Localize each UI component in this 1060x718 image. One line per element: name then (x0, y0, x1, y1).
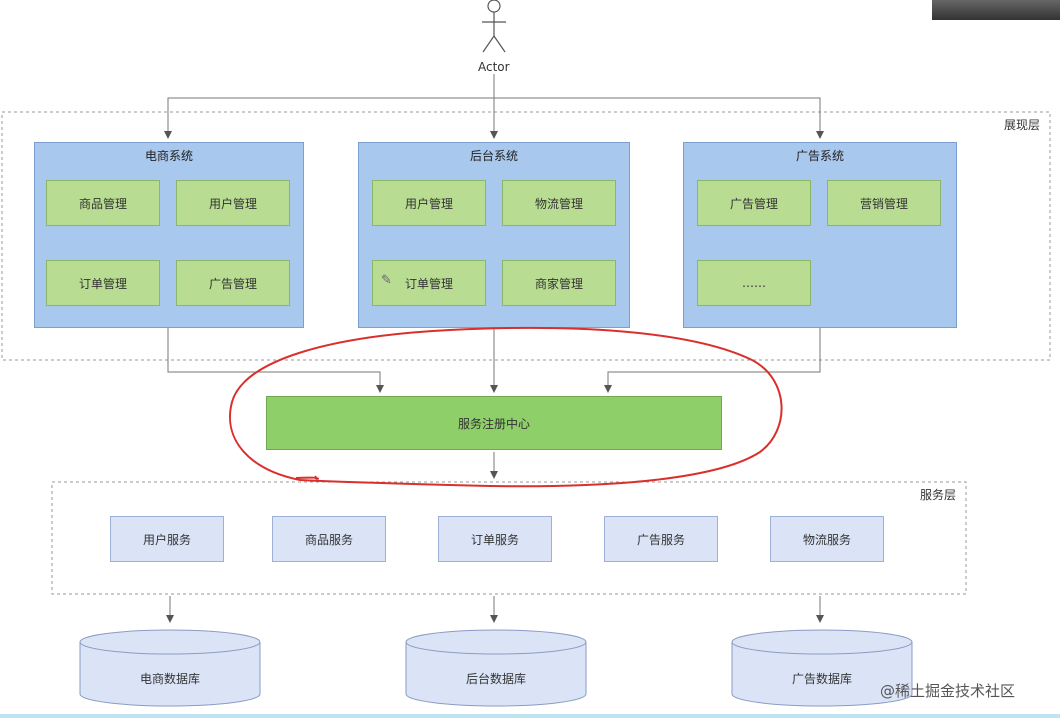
module-ad-management: 广告管理 (697, 180, 811, 226)
corner-decoration (932, 0, 1060, 20)
module-logistics-management: 物流管理 (502, 180, 616, 226)
watermark: @稀土掘金技术社区 (880, 682, 1016, 700)
database-ad-label: 广告数据库 (791, 672, 852, 686)
module-ad-management: 广告管理 (176, 260, 290, 306)
database-backend-label: 后台数据库 (465, 672, 526, 686)
module-more: …… (697, 260, 811, 306)
actor-figure (482, 0, 506, 53)
backend-system: 后台系统 用户管理 物流管理 ✎ 订单管理 商家管理 (358, 142, 630, 328)
database-ecommerce-label: 电商数据库 (139, 672, 200, 686)
module-marketing-management: 营销管理 (827, 180, 941, 226)
bottom-strip (0, 714, 1060, 718)
service-ad: 广告服务 (604, 516, 718, 562)
module-user-management: 用户管理 (176, 180, 290, 226)
module-product-management: 商品管理 (46, 180, 160, 226)
connector-actor-ad (494, 97, 824, 139)
module-order-management: ✎ 订单管理 (372, 260, 486, 306)
database-ecommerce-shape (79, 629, 261, 707)
service-logistics: 物流服务 (770, 516, 884, 562)
connector-actor-ecommerce (164, 97, 494, 139)
module-user-management: 用户管理 (372, 180, 486, 226)
ad-system: 广告系统 广告管理 营销管理 …… (683, 142, 957, 328)
service-user: 用户服务 (110, 516, 224, 562)
service-layer-label: 服务层 (920, 488, 957, 502)
ad-system-title: 广告系统 (795, 149, 844, 163)
pencil-icon: ✎ (381, 273, 392, 288)
presentation-layer-label: 展现层 (1004, 118, 1041, 132)
service-order: 订单服务 (438, 516, 552, 562)
actor-label: Actor (478, 60, 510, 74)
module-merchant-management: 商家管理 (502, 260, 616, 306)
ecommerce-system-title: 电商系统 (144, 149, 193, 163)
module-order-management: 订单管理 (46, 260, 160, 306)
module-order-management-label: 订单管理 (404, 276, 453, 291)
ecommerce-system: 电商系统 商品管理 用户管理 订单管理 广告管理 (34, 142, 304, 328)
backend-system-title: 后台系统 (469, 149, 518, 163)
service-product: 商品服务 (272, 516, 386, 562)
database-backend-shape (405, 629, 587, 707)
service-registry: 服务注册中心 (266, 396, 722, 450)
database-ad-shape (731, 629, 913, 707)
